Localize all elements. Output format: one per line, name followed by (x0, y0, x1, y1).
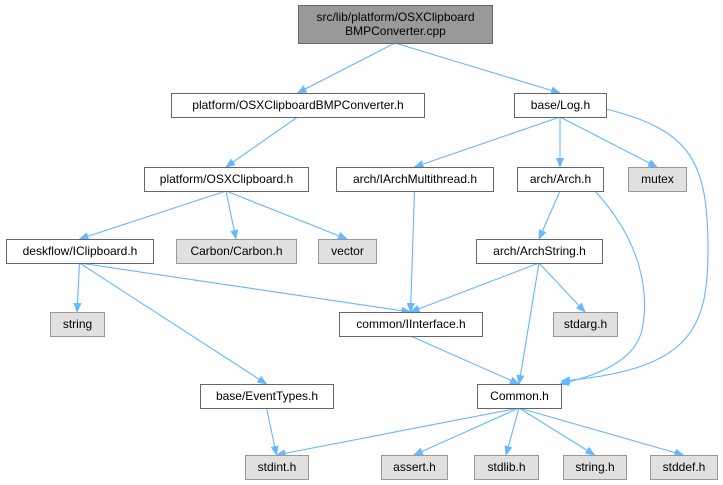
node-iarchmt-h[interactable]: arch/IArchMultithread.h (336, 167, 494, 192)
node-stdint-h: stdint.h (245, 455, 309, 480)
edge-log_h-to-common_h (560, 108, 709, 385)
node-label: string (63, 317, 92, 331)
node-label: Carbon/Carbon.h (190, 244, 282, 258)
edge-common_h-to-assert_h (413, 407, 520, 456)
node-label: base/Log.h (531, 98, 590, 112)
node-box (336, 167, 494, 192)
node-box (144, 167, 309, 192)
node-box (476, 239, 603, 264)
node-carbon-h: Carbon/Carbon.h (176, 239, 297, 264)
node-box (176, 239, 297, 264)
node-box (553, 312, 618, 337)
edge-log_h-to-mutex (559, 116, 658, 168)
node-label: arch/IArchMultithread.h (353, 172, 477, 186)
edge-bmpconv_h-to-osxclip_h (225, 116, 298, 168)
node-label: mutex (641, 172, 674, 186)
node-bmpconv-h[interactable]: platform/OSXClipboardBMPConverter.h (171, 93, 425, 118)
node-box (298, 5, 493, 44)
node-label: BMPConverter.cpp (345, 24, 446, 38)
node-string-h: string.h (563, 455, 627, 480)
node-box (381, 455, 448, 480)
node-root[interactable]: src/lib/platform/OSXClipboardBMPConverte… (298, 5, 493, 44)
edge-root-to-bmpconv_h (296, 42, 396, 94)
node-assert-h: assert.h (381, 455, 448, 480)
node-box (514, 93, 607, 118)
node-stddef-h: stddef.h (650, 455, 718, 480)
edges-layer (73, 42, 709, 458)
edge-osxclip_h-to-iclip_h (78, 190, 227, 240)
nodes-layer: src/lib/platform/OSXClipboardBMPConverte… (6, 5, 718, 480)
node-box (628, 167, 687, 192)
node-iiface-h[interactable]: common/IInterface.h (339, 312, 483, 337)
edge-arch_h-to-common_h (559, 190, 646, 386)
node-box (200, 384, 334, 409)
node-label: src/lib/platform/OSXClipboard (316, 10, 474, 24)
node-label: stdlib.h (487, 460, 525, 474)
node-box (171, 93, 425, 118)
node-box (563, 455, 627, 480)
node-mutex: mutex (628, 167, 687, 192)
node-label: platform/OSXClipboard.h (160, 172, 293, 186)
edge-arch_h-to-archstr_h (538, 190, 561, 240)
edge-osxclip_h-to-carbon_h (225, 190, 239, 240)
node-label: stddef.h (663, 460, 706, 474)
node-common-h[interactable]: Common.h (477, 384, 562, 409)
node-box (50, 312, 105, 337)
edge-iclip_h-to-eventtypes_h (79, 262, 268, 385)
node-label: Common.h (490, 389, 549, 403)
edge-common_h-to-string_h (518, 407, 596, 456)
edge-iclip_h-to-iiface_h (79, 262, 412, 315)
node-box (474, 455, 539, 480)
node-vector: vector (318, 239, 377, 264)
edge-iclip_h-to-string (73, 262, 82, 313)
node-label: common/IInterface.h (356, 317, 465, 331)
node-label: arch/ArchString.h (493, 244, 586, 258)
node-label: platform/OSXClipboardBMPConverter.h (192, 98, 403, 112)
node-stdarg-h: stdarg.h (553, 312, 618, 337)
node-label: base/EventTypes.h (216, 389, 318, 403)
edge-archstr_h-to-stdarg_h (538, 262, 586, 313)
node-string: string (50, 312, 105, 337)
node-stdlib-h: stdlib.h (474, 455, 539, 480)
node-arch-h[interactable]: arch/Arch.h (517, 167, 604, 192)
node-box (245, 455, 309, 480)
edge-iiface_h-to-common_h (410, 335, 520, 385)
node-label: deskflow/IClipboard.h (23, 244, 138, 258)
edge-common_h-to-stdlib_h (504, 407, 520, 456)
node-label: stdint.h (258, 460, 297, 474)
edge-archstr_h-to-common_h (516, 262, 540, 385)
node-box (318, 239, 377, 264)
edge-iarchmt_h-to-iiface_h (406, 190, 416, 313)
edge-osxclip_h-to-vector (225, 190, 348, 240)
node-label: arch/Arch.h (530, 172, 591, 186)
node-archstr-h[interactable]: arch/ArchString.h (476, 239, 603, 264)
node-label: vector (331, 244, 364, 258)
node-box (6, 239, 154, 264)
edge-root-to-log_h (394, 42, 561, 95)
edge-common_h-to-stdint_h (275, 407, 520, 458)
node-box (517, 167, 604, 192)
node-osxclip-h[interactable]: platform/OSXClipboard.h (144, 167, 309, 192)
node-log-h[interactable]: base/Log.h (514, 93, 607, 118)
node-label: string.h (575, 460, 614, 474)
node-label: stdarg.h (564, 317, 607, 331)
edge-eventtypes_h-to-stdint_h (265, 407, 279, 456)
edge-log_h-to-iarchmt_h (413, 116, 561, 168)
node-eventtypes-h[interactable]: base/EventTypes.h (200, 384, 334, 409)
node-iclip-h[interactable]: deskflow/IClipboard.h (6, 239, 154, 264)
node-box (650, 455, 718, 480)
edge-common_h-to-stddef_h (518, 407, 685, 457)
edge-archstr_h-to-iiface_h (409, 262, 540, 313)
node-box (339, 312, 483, 337)
node-label: assert.h (393, 460, 436, 474)
node-box (477, 384, 562, 409)
